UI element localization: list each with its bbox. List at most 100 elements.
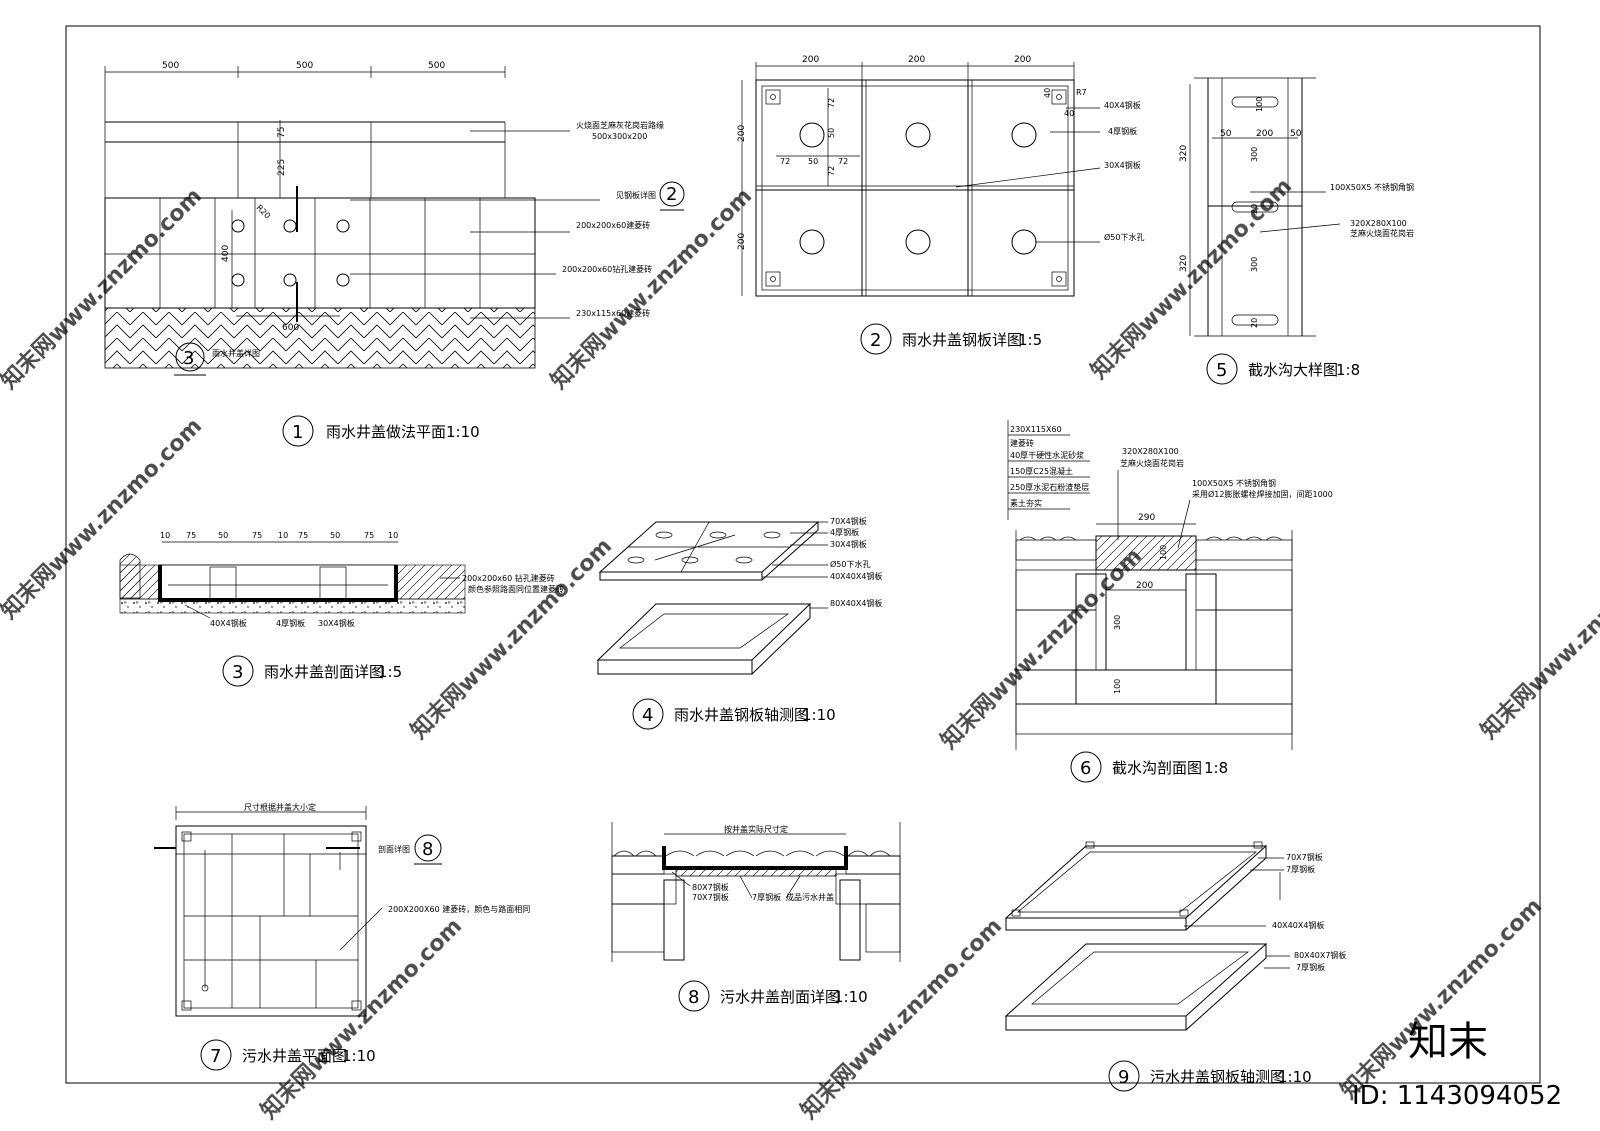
label-text: 200x200x60钻孔建菱砖 — [562, 264, 652, 274]
label-text: 采用Ø12膨胀螺栓焊接加固，间距1000 — [1192, 489, 1333, 499]
dim-text: 75 — [252, 531, 262, 540]
label-text: 4厚钢板 — [276, 618, 305, 628]
dim-text: 20 — [1250, 318, 1259, 328]
title-scale: 1:5 — [378, 663, 402, 681]
id-label: ID: 1143094052 — [1352, 1081, 1562, 1111]
title-scale: 1:10 — [446, 423, 480, 441]
dim-text: 290 — [1138, 513, 1155, 523]
dim-text: 40 — [1064, 109, 1074, 118]
title-text: 污水井盖剖面详图 — [720, 988, 840, 1006]
dim-text: 50 — [808, 157, 818, 166]
label-text: 200x200x60 钻孔建菱砖 — [462, 573, 555, 583]
label-text: 40X40X4钢板 — [830, 571, 882, 581]
dim-text: 300 — [1250, 147, 1259, 162]
dim-text: 75 — [298, 531, 308, 540]
label-text: 颜色参照路面同位置建菱砖 — [468, 584, 564, 594]
label-text: 80X7钢板 — [692, 882, 729, 892]
detail-5-trench: 100 50 200 50 320 300 320 300 20 20 100X… — [1179, 77, 1414, 337]
title-7: 7 污水井盖平面图 1:10 — [200, 1039, 376, 1071]
watermark-text: 知末网www.znzmo.com — [1476, 533, 1600, 744]
label-text: 40X4钢板 — [210, 618, 247, 628]
title-text: 截水沟剖面图 — [1112, 759, 1202, 777]
dim-text: R20 — [255, 203, 273, 221]
label-text: 230x115x60建菱砖 — [576, 308, 650, 318]
label-text: 7厚钢板 — [1296, 962, 1325, 972]
section-3-rain-cover: 10 75 50 75 10 75 50 75 10 200x200x60 钻孔… — [119, 531, 564, 628]
label-text: 4厚钢板 — [1108, 126, 1137, 136]
watermark-text: 知末网www.znzmo.com — [1086, 173, 1297, 384]
label-text: 40X40X4钢板 — [1272, 920, 1324, 930]
dim-text: 20 — [1250, 204, 1259, 214]
ref-number: 2 — [666, 184, 677, 205]
dim-text: 10 — [160, 531, 170, 540]
label-text: 70X7钢板 — [692, 892, 729, 902]
ref-circle — [414, 834, 442, 862]
title-scale: 1:10 — [802, 706, 836, 724]
title-number: 9 — [1118, 1067, 1129, 1088]
watermark-text: 知末网www.znzmo.com — [936, 543, 1147, 754]
label-text: 火烧面芝麻灰花岗岩路缘 — [576, 120, 664, 130]
dim-text: 40 — [1043, 88, 1052, 98]
title-number: 4 — [642, 705, 653, 726]
section-8-sewer-cover: 按井盖实际尺寸定 80X7钢板 70X7钢板 7厚钢板 成品污水井盖 — [611, 822, 901, 962]
title-scale: 1:10 — [1278, 1068, 1312, 1086]
label-text: 200x200x60建菱砖 — [576, 220, 650, 230]
dim-text: 300 — [1250, 257, 1259, 272]
label-text: 80X40X7钢板 — [1294, 950, 1346, 960]
label-text: 70X4钢板 — [830, 516, 867, 526]
title-2: 2 雨水井盖钢板详图 1:5 — [860, 323, 1042, 355]
title-9: 9 污水井盖钢板轴测图 1:10 — [1108, 1060, 1312, 1092]
dim-text: 200 — [802, 55, 819, 65]
title-text: 污水井盖平面图 — [242, 1047, 347, 1065]
title-number: 1 — [292, 422, 303, 443]
layer-text: 230X115X60 — [1010, 425, 1062, 434]
title-text: 雨水井盖做法平面 — [326, 423, 446, 441]
label-text: 4厚钢板 — [830, 527, 859, 537]
label-text: 320X280X100 — [1350, 219, 1407, 228]
ref-number: 8 — [422, 839, 433, 860]
title-text: 污水井盖钢板轴测图 — [1150, 1068, 1285, 1086]
label-text: 200X200X60 建菱砖，颜色与路面相同 — [388, 904, 530, 914]
dim-text: 200 — [908, 55, 925, 65]
dim-text: 100 — [1159, 545, 1168, 560]
layer-text: 40厚干硬性水泥砂浆 — [1010, 450, 1084, 460]
label-text: 30X4钢板 — [830, 539, 867, 549]
title-3: 3 雨水井盖剖面详图 1:5 — [222, 655, 402, 687]
label-text: Ø50下水孔 — [1104, 232, 1144, 242]
dim-text: 225 — [277, 159, 287, 176]
title-number: 3 — [232, 662, 243, 683]
label-text: 100X50X5 不锈钢角钢 — [1192, 478, 1276, 488]
title-8: 8 污水井盖剖面详图 1:10 — [678, 980, 868, 1012]
label-text: 7厚钢板 — [752, 892, 781, 902]
label-text: 尺寸根据井盖大小定 — [244, 802, 316, 812]
label-text: 80X40X4钢板 — [830, 598, 882, 608]
label-text: 100X50X5 不锈钢角钢 — [1330, 182, 1414, 192]
label-text: 剖面详图 — [378, 844, 410, 854]
ref-circle — [659, 181, 685, 207]
layer-text: 建菱砖 — [1010, 438, 1034, 448]
dim-text: 50 — [218, 531, 228, 540]
cut-label: 雨水井盖详图 — [212, 348, 260, 358]
label-text: 30X4钢板 — [1104, 160, 1141, 170]
dim-text: 500 — [162, 61, 179, 71]
title-scale: 1:5 — [1018, 331, 1042, 349]
dim-text: 75 — [364, 531, 374, 540]
label-text: 按井盖实际尺寸定 — [724, 824, 788, 834]
axo-9-sewer-cover: 70X7钢板 7厚钢板 40X40X4钢板 80X40X7钢板 7厚钢板 — [1004, 841, 1346, 1031]
dim-text: 100 — [1113, 679, 1122, 694]
dim-text: 72 — [780, 157, 790, 166]
dim-text: 50 — [330, 531, 340, 540]
title-scale: 1:10 — [342, 1047, 376, 1065]
detail-2-steel-plate: 200 200 200 200 200 72 50 72 72 50 72 40… — [737, 55, 1144, 297]
title-text: 雨水井盖钢板详图 — [902, 331, 1022, 349]
label-text: 500x300x200 — [592, 132, 647, 141]
label-text: Ø50下水孔 — [830, 559, 870, 569]
dim-text: R7 — [1076, 88, 1087, 97]
title-number: 8 — [688, 987, 699, 1008]
title-scale: 1:8 — [1204, 759, 1228, 777]
layer-text: 素土夯实 — [1010, 498, 1042, 508]
dim-text: 72 — [838, 157, 848, 166]
cut-circle — [175, 342, 205, 372]
label-text: 芝麻火烧面花岗岩 — [1350, 228, 1414, 238]
